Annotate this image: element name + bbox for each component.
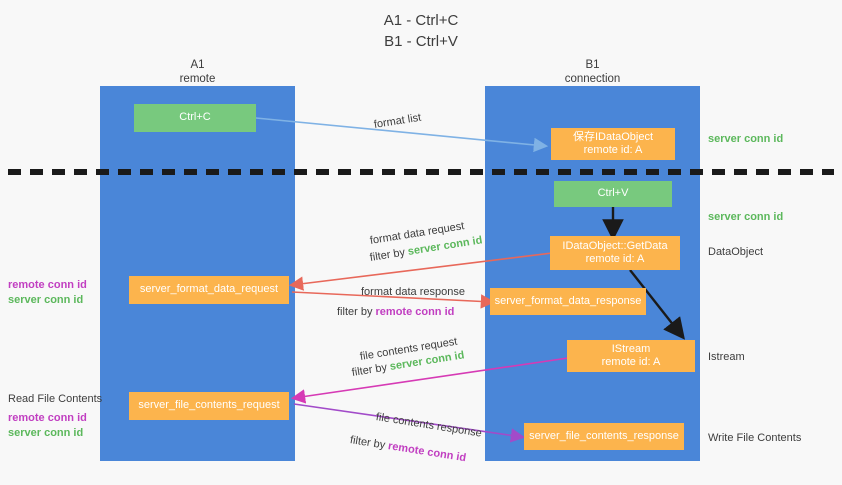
node-server-file-contents-response-label: server_file_contents_response (529, 429, 679, 442)
node-server-file-contents-request-label: server_file_contents_request (138, 399, 280, 412)
annotation-left-bottom-server: server conn id (8, 427, 84, 439)
node-server-format-data-response-label: server_format_data_response (494, 294, 642, 307)
node-ctrl-v[interactable]: Ctrl+V (554, 181, 672, 207)
lane-header-b1: B1 connection (485, 58, 700, 86)
lane-header-a1-sub: remote (179, 73, 216, 85)
node-save-idataobject-line2: remote id: A (583, 144, 643, 156)
node-server-format-data-request-label: server_format_data_request (139, 283, 279, 296)
node-idataobject-getdata-line2: remote id: A (585, 253, 645, 265)
filter-prefix-4: filter by (349, 434, 390, 452)
node-idataobject-getdata[interactable]: IDataObject::GetData remote id: A (550, 236, 680, 270)
filter-value-4: remote conn id (387, 440, 467, 465)
edge-label-format-data-response-filter: filter by remote conn id (337, 305, 454, 320)
node-server-format-data-request[interactable]: server_format_data_request (129, 276, 289, 304)
lane-header-a1-name: A1 (190, 59, 205, 71)
filter-value-2: remote conn id (375, 306, 455, 318)
lane-header-b1-sub: connection (564, 73, 621, 85)
node-ctrl-c[interactable]: Ctrl+C (134, 104, 256, 132)
annotation-left-bottom: remote conn id server conn id (8, 411, 87, 441)
node-server-format-data-response[interactable]: server_format_data_response (490, 288, 646, 315)
annotation-istream: Istream (708, 351, 745, 363)
node-ctrl-v-label: Ctrl+V (597, 187, 629, 200)
filter-prefix-3: filter by (350, 361, 391, 379)
edge-label-format-list: format list (373, 111, 423, 131)
node-idataobject-getdata-line1: IDataObject::GetData (562, 239, 668, 252)
edge-label-format-data-response: format data response (361, 286, 465, 298)
annotation-write-file-contents: Write File Contents (708, 432, 802, 444)
node-save-idataobject-line1: 保存IDataObject (572, 130, 654, 143)
annotation-read-file-contents: Read File Contents (8, 393, 103, 405)
node-server-file-contents-response[interactable]: server_file_contents_response (524, 423, 684, 450)
node-istream-line1: IStream (611, 342, 651, 355)
annotation-dataobject: DataObject (708, 246, 764, 258)
annotation-left-middle: remote conn id server conn id (8, 278, 87, 308)
node-istream[interactable]: IStream remote id: A (567, 340, 695, 372)
annotation-left-middle-server: server conn id (8, 294, 84, 306)
edge-label-file-contents-response-filter: filter by remote conn id (349, 433, 467, 466)
node-save-idataobject[interactable]: 保存IDataObject remote id: A (551, 128, 675, 160)
node-ctrl-c-label: Ctrl+C (179, 111, 211, 124)
node-istream-line2: remote id: A (601, 356, 661, 368)
annotation-server-conn-id-top: server conn id (708, 133, 784, 145)
filter-prefix-2: filter by (337, 306, 376, 318)
edge-label-file-contents-response: file contents response (375, 411, 483, 440)
annotation-server-conn-id-mid: server conn id (708, 211, 784, 223)
filter-prefix-1: filter by (368, 246, 409, 264)
page-title-line1: A1 - Ctrl+C (383, 12, 459, 29)
page-title-line2: B1 - Ctrl+V (384, 33, 458, 50)
lane-header-a1: A1 remote (100, 58, 295, 86)
lane-header-b1-name: B1 (585, 59, 600, 71)
annotation-left-bottom-remote: remote conn id (8, 412, 87, 424)
node-server-file-contents-request[interactable]: server_file_contents_request (129, 392, 289, 420)
annotation-left-middle-remote: remote conn id (8, 279, 87, 291)
